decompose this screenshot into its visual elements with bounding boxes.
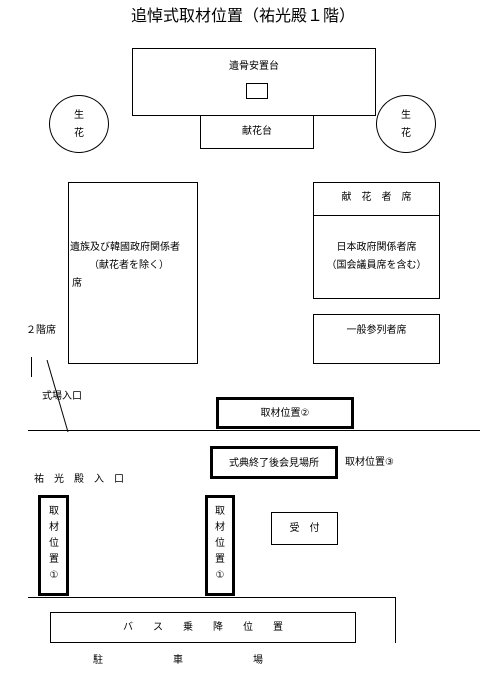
general-seats: 一般参列者席 bbox=[313, 314, 440, 364]
parking-label: 駐 車 場 bbox=[93, 655, 263, 666]
press-conference-room: 式典終了後会見場所 bbox=[210, 446, 338, 479]
flower-left-char2: 花 bbox=[74, 128, 84, 139]
family-seats-line3: 席 bbox=[72, 278, 82, 289]
hall-wall-line bbox=[28, 430, 480, 431]
press-position-1b-label: 取材位置① bbox=[215, 506, 225, 581]
altar-label: 遺骨安置台 bbox=[229, 61, 279, 72]
offering-table-label: 献花台 bbox=[242, 126, 272, 137]
second-floor-seats-label: ２階席 bbox=[26, 325, 56, 336]
press-position-3-label: 取材位置③ bbox=[345, 457, 394, 468]
urn-placeholder bbox=[246, 83, 268, 99]
press-position-1a: 取材位置① bbox=[38, 495, 69, 596]
general-seats-label: 一般参列者席 bbox=[346, 325, 407, 336]
second-floor-marker bbox=[31, 357, 32, 377]
flower-left-char1: 生 bbox=[74, 110, 84, 121]
japan-govt-seats-line1: 日本政府関係者席 bbox=[336, 242, 417, 253]
press-conference-room-label: 式典終了後会見場所 bbox=[229, 458, 319, 469]
altar-area: 遺骨安置台 bbox=[132, 48, 376, 116]
family-seats: 遺族及び韓國政府関係者 （献花者を除く） 席 bbox=[68, 182, 198, 364]
bus-lane-right-line bbox=[395, 597, 396, 643]
page-title: 追悼式取材位置（祐光殿１階） bbox=[131, 6, 356, 25]
bus-stop: バ ス 乗 降 位 置 bbox=[50, 612, 356, 643]
family-seats-line2: （献花者を除く） bbox=[89, 260, 169, 271]
press-position-1b: 取材位置① bbox=[205, 495, 235, 596]
bus-stop-label: バ ス 乗 降 位 置 bbox=[123, 622, 283, 633]
flower-right-char1: 生 bbox=[401, 110, 411, 121]
flower-arrangement-left: 生 花 bbox=[49, 95, 109, 153]
entrance-door-line bbox=[46, 360, 69, 433]
seating-divider bbox=[314, 215, 439, 216]
flower-right-char2: 花 bbox=[401, 128, 411, 139]
bus-lane-top-line bbox=[28, 597, 396, 598]
press-position-1a-label: 取材位置① bbox=[49, 506, 59, 581]
reception-desk: 受 付 bbox=[271, 512, 338, 545]
japan-govt-seating-block: 献 花 者 席 日本政府関係者席 （国会議員席を含む） bbox=[313, 182, 440, 299]
japan-govt-seats-line2: （国会議員席を含む） bbox=[326, 260, 427, 271]
press-position-2: 取材位置② bbox=[216, 397, 354, 429]
family-seats-line1: 遺族及び韓國政府関係者 bbox=[70, 242, 180, 253]
press-position-2-label: 取材位置② bbox=[260, 408, 310, 419]
reception-label: 受 付 bbox=[289, 523, 320, 534]
hall-entrance-label: 祐 光 殿 入 口 bbox=[34, 474, 124, 485]
flower-offerers-seats-label: 献 花 者 席 bbox=[341, 192, 412, 203]
venue-entrance-label: 式場入口 bbox=[42, 391, 82, 402]
offering-table: 献花台 bbox=[200, 115, 314, 149]
flower-arrangement-right: 生 花 bbox=[376, 95, 436, 153]
